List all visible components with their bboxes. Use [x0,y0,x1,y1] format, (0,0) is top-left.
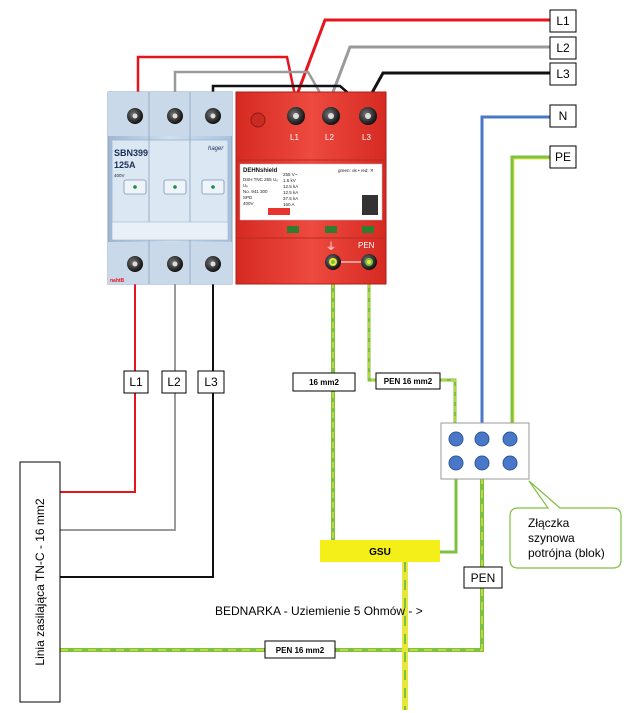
block-terminal-3 [502,431,518,447]
supply-phase-labels: L1 L2 L3 [123,370,225,394]
spd-ground-symbol: ⏚ [326,241,336,253]
callout-line-3: potrójna (blok) [528,546,605,560]
breaker-model: SBN399 [114,148,148,158]
terminal-box-n [549,104,577,128]
block-terminal-1 [448,431,464,447]
bednarka-label: BEDNARKA - Uziemienie 5 Ohmów - > [215,604,423,618]
spd-term-l1: L1 [290,133,299,142]
terminal-pe: PE [555,150,571,164]
spd-term-l2: L2 [325,133,334,142]
supply-line-box [19,461,61,703]
terminal-box-l3 [549,62,577,86]
supply-wires [60,275,214,578]
label-ground-16mm2: 16 mm2 [309,378,339,387]
breaker-voltage: 400V [114,173,125,178]
block-terminal-6 [502,455,518,471]
supply-label-l2: L2 [167,375,181,389]
callout-line-1: Złączka [528,516,570,530]
block-terminal-5 [474,455,490,471]
spd-value-1: 1.5 kV [283,178,296,183]
wire-supply-l2 [60,275,176,531]
supply-label-l1: L1 [129,375,143,389]
spd-value-5: 160 A [283,202,295,207]
breaker-rating: 125A [114,160,136,170]
spd-status: green: ok • red: ✕ [338,168,374,173]
spd-windows [287,226,374,233]
spd-value-2: 12.5 kA [283,184,298,189]
label-pen-16mm2-top: PEN 16 mm2 [384,377,433,386]
wire-pe-green [510,155,550,437]
spd-qr-code [362,195,378,215]
callout-line-2: szynowa [528,531,575,545]
wire-supply-l1 [60,275,136,493]
supply-line-label: Linia zasilająca TN-C - 16 mm2 [33,498,47,665]
terminal-l3: L3 [556,67,570,81]
gsu-bar [320,540,440,562]
spd-spec-0: DSH TNC 255 U₀ [243,177,278,182]
breaker-brand: hager [208,146,224,152]
label-pen-16mm2-bottom: PEN 16 mm2 [276,646,325,655]
spd-value-4: 37.5 kA [283,196,298,201]
wire-l1-breaker-spd [136,55,300,120]
surge-protection-device: L1 L2 L3 DEHNshield green: ok • red: ✕ D… [235,91,387,285]
breaker-bottom-mark: nahtB [110,278,125,284]
terminal-box-l1 [549,9,577,33]
spd-spec-1: Uₚ [243,183,248,188]
spd-term-pen: PEN [358,241,375,250]
wire-neutral [480,115,550,437]
spd-spec-3: SPD [243,195,253,200]
spd-indicator [250,112,266,128]
wire-l2-top [328,45,550,101]
terminal-n: N [559,109,568,123]
block-terminal-4 [448,455,464,471]
block-terminal-2 [474,431,490,447]
terminal-labels: L1 L2 L3 N PE [549,9,577,169]
main-switch-breaker: SBN399 125A 400V hager nahtB [107,91,233,285]
spd-spec-2: No. 941 300 [243,189,268,194]
spd-value-3: 12.5 kA [283,190,298,195]
spd-logo [268,208,290,215]
terminal-l1: L1 [556,14,570,28]
breaker-toggles [123,179,225,195]
terminal-box-pe [549,145,577,169]
breaker-screws-bottom [127,256,221,272]
terminal-box-l2 [549,36,577,60]
spd-value-0: 255 V~ [283,172,298,177]
gsu-label: GSU [369,547,391,558]
wire-pe-yellow [513,158,550,437]
spd-brand: DEHNshield [243,168,278,174]
terminal-l2: L2 [556,41,570,55]
breaker-screws-top [127,108,221,124]
supply-label-l3: L3 [204,375,218,389]
spd-term-l3: L3 [362,133,371,142]
wire-supply-l3 [60,275,214,578]
wire-l1-top [293,18,550,101]
spd-spec-4: 400V [243,201,254,206]
label-pen: PEN [471,571,496,585]
wire-l3-top [366,71,550,101]
busbar-block [440,422,530,480]
spd-terminal-screws [287,107,377,125]
block-callout: Złączka szynowa potrójna (blok) [509,480,622,569]
